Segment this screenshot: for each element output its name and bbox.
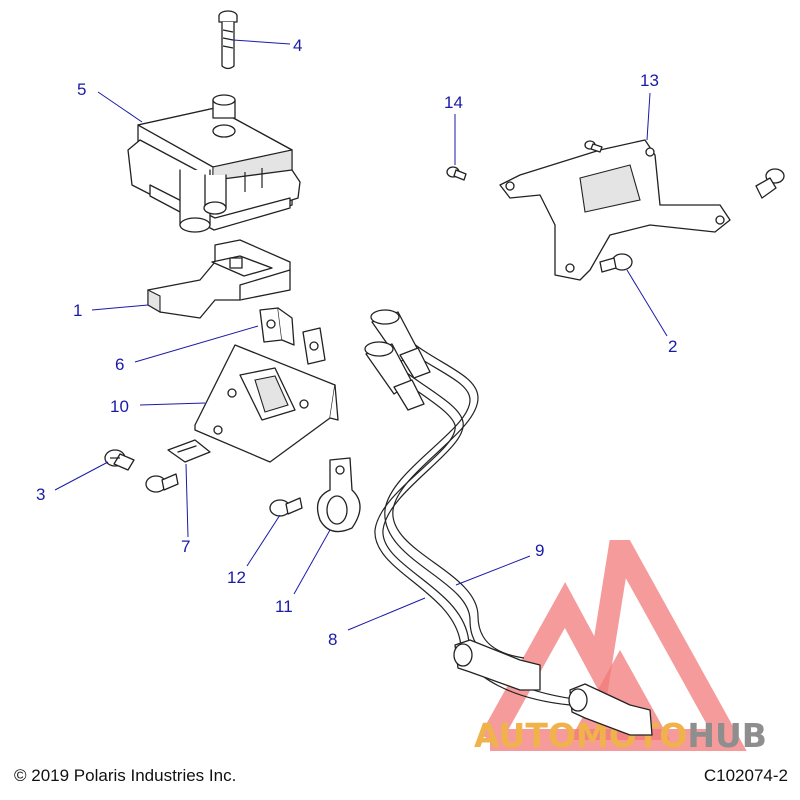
callout-2: 2 xyxy=(668,337,677,356)
callout-13: 13 xyxy=(640,71,659,90)
part-bolt-right xyxy=(755,168,785,199)
leader-4 xyxy=(232,39,291,45)
leader-8 xyxy=(347,597,426,631)
leader-lines xyxy=(54,39,668,631)
leader-2 xyxy=(626,269,668,337)
callout-11: 11 xyxy=(275,597,293,616)
part-6-clip xyxy=(259,307,295,346)
callout-9: 9 xyxy=(535,541,544,560)
callout-10: 10 xyxy=(110,397,129,416)
part-4-bolt xyxy=(218,10,238,70)
leader-5 xyxy=(97,91,143,123)
part-screw-small xyxy=(584,140,603,153)
spark-plug-cap-mid xyxy=(453,639,541,691)
part-12-bolt xyxy=(269,497,303,517)
callout-7: 7 xyxy=(181,537,190,556)
leader-6 xyxy=(134,325,259,363)
part-2-bolt xyxy=(599,253,633,273)
leader-9 xyxy=(455,555,531,586)
part-6-clip-b xyxy=(302,327,326,365)
part-7-clip xyxy=(145,439,211,493)
part-3-bolt xyxy=(104,449,135,471)
leader-1 xyxy=(91,304,149,311)
part-1-mount-bracket xyxy=(147,239,291,319)
callout-14: 14 xyxy=(444,93,463,112)
callout-6: 6 xyxy=(115,355,124,374)
part-11-p-clamp xyxy=(316,457,361,533)
leader-12 xyxy=(246,514,281,567)
callout-3: 3 xyxy=(36,485,45,504)
callout-4: 4 xyxy=(293,36,302,55)
diagram-code: C102074-2 xyxy=(703,766,788,785)
spark-plug-boot-lower xyxy=(364,341,425,411)
part-5-ignition-coil xyxy=(127,94,301,233)
copyright-text: © 2019 Polaris Industries Inc. xyxy=(14,766,237,785)
leader-13 xyxy=(646,92,651,141)
callout-8: 8 xyxy=(328,630,337,649)
spark-plug-cap-low xyxy=(568,683,653,736)
callout-5: 5 xyxy=(77,80,86,99)
leader-10 xyxy=(139,402,206,406)
leader-7 xyxy=(185,463,189,538)
part-10-bracket-plate xyxy=(194,344,339,463)
part-14-screw xyxy=(446,166,467,181)
callout-1: 1 xyxy=(73,301,82,320)
watermark-text-hub: HUB xyxy=(687,716,767,755)
callout-labels: 4 5 1 6 10 3 7 12 11 8 9 2 13 14 xyxy=(36,36,677,649)
part-9-wire-lead xyxy=(384,335,525,666)
leader-11 xyxy=(293,529,331,595)
callout-12: 12 xyxy=(227,568,246,587)
part-13-bracket xyxy=(499,139,731,281)
leader-3 xyxy=(54,461,109,491)
